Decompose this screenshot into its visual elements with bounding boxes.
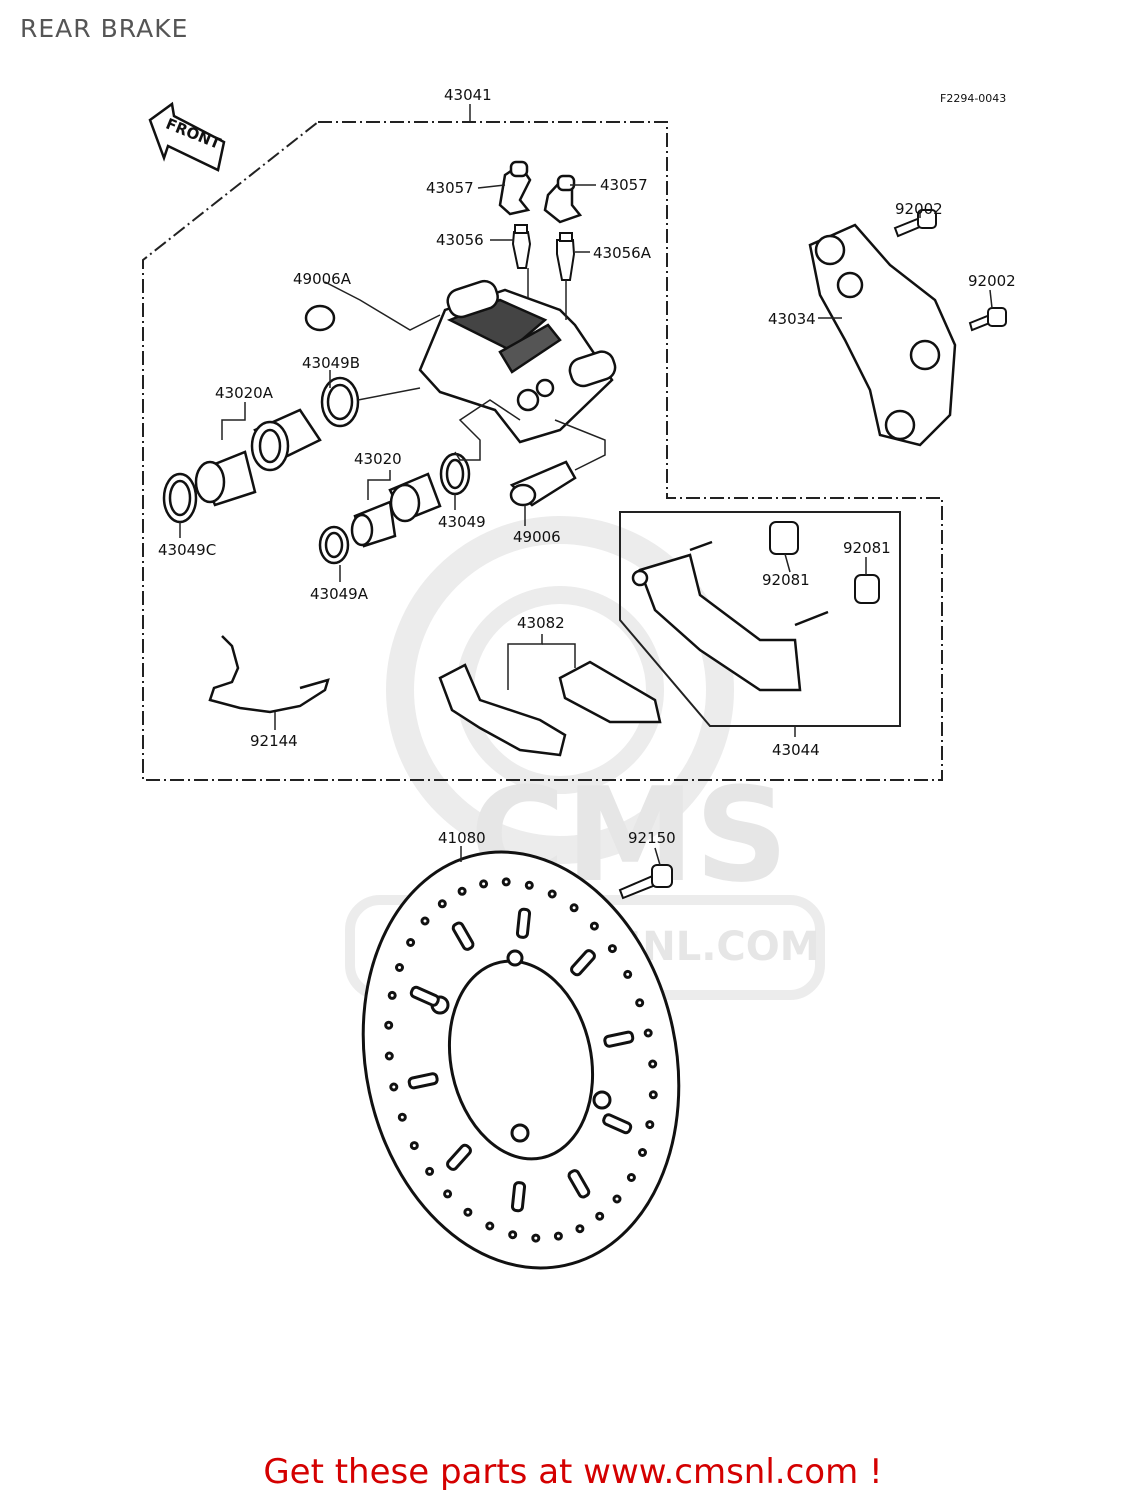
bracket-bolts <box>893 209 1007 332</box>
brake-disc-41080 <box>361 850 681 1270</box>
part-label-41080: 41080 <box>438 829 486 847</box>
bleeder-caps <box>498 160 583 224</box>
disc-vent-hole <box>463 1207 473 1217</box>
part-label-43049A: 43049A <box>310 585 369 603</box>
disc-vent-hole <box>387 990 397 1000</box>
disc-vent-hole <box>648 1059 658 1069</box>
disc-vent-hole <box>643 1028 653 1038</box>
part-label-49006A: 49006A <box>293 270 352 288</box>
part-labels: 43041 43057 43057 43056 43056A 49006A 43… <box>158 86 1016 847</box>
part-label-43056A: 43056A <box>593 244 652 262</box>
part-label-43049B: 43049B <box>302 354 360 372</box>
disc-vent-hole <box>612 1194 622 1204</box>
disc-vent-hole <box>547 889 557 899</box>
part-label-43057-left: 43057 <box>426 179 474 197</box>
part-label-92081-left: 92081 <box>762 571 810 589</box>
disc-vent-hole <box>501 877 511 887</box>
disc-slot <box>515 907 532 939</box>
part-label-92144: 92144 <box>250 732 298 750</box>
disc-slot <box>451 921 475 951</box>
part-label-43020A: 43020A <box>215 384 274 402</box>
caliper-assembly-boundary <box>142 121 943 781</box>
front-direction-arrow: FRONT <box>148 101 226 172</box>
disc-vent-hole <box>479 879 489 889</box>
caliper-body <box>418 279 617 444</box>
disc-vent-hole <box>425 1166 435 1176</box>
disc-bolt-92150 <box>618 864 673 900</box>
disc-vent-hole <box>626 1173 636 1182</box>
part-label-43034: 43034 <box>768 310 816 328</box>
anti-rattle-spring-92144 <box>208 635 330 714</box>
disc-vent-hole <box>595 1211 605 1221</box>
pad-holder-43044 <box>631 540 829 692</box>
disc-vent-hole <box>569 903 579 913</box>
part-label-92002-top: 92002 <box>895 200 943 218</box>
disc-vent-hole <box>524 880 534 890</box>
part-label-43041: 43041 <box>444 86 492 104</box>
disc-vent-hole <box>638 1148 647 1157</box>
disc-vent-hole <box>485 1221 495 1231</box>
part-label-43082: 43082 <box>517 614 565 632</box>
disc-vent-hole <box>575 1224 585 1234</box>
disc-vent-hole <box>648 1090 658 1100</box>
part-label-43044: 43044 <box>772 741 820 759</box>
disc-vent-hole <box>384 1051 394 1061</box>
disc-vent-hole <box>389 1082 399 1092</box>
disc-vent-hole <box>384 1020 394 1030</box>
part-label-43020: 43020 <box>354 450 402 468</box>
leader-lines <box>179 184 993 866</box>
part-label-43056: 43056 <box>436 231 484 249</box>
disc-vent-hole <box>457 886 467 896</box>
disc-vent-hole <box>645 1120 655 1130</box>
caliper-bracket-43034 <box>808 223 957 447</box>
disc-slot <box>602 1113 633 1135</box>
disc-vent-hole <box>420 916 430 926</box>
pad-pins <box>769 521 880 604</box>
part-label-49006: 49006 <box>513 528 561 546</box>
part-label-92081-right: 92081 <box>843 539 891 557</box>
page-title: REAR BRAKE <box>20 14 189 43</box>
disc-slot <box>446 1143 472 1171</box>
disc-slot <box>567 1169 591 1199</box>
disc-vent-hole <box>443 1189 453 1199</box>
disc-vent-hole <box>623 969 633 979</box>
piston-and-seal-parts <box>162 304 577 565</box>
disc-vent-hole <box>607 944 617 954</box>
part-label-92002-bottom: 92002 <box>968 272 1016 290</box>
footer-link[interactable]: Get these parts at www.cmsnl.com ! <box>263 1452 883 1492</box>
disc-vent-hole <box>589 921 599 931</box>
disc-slot <box>603 1030 635 1048</box>
disc-vent-hole <box>409 1141 419 1151</box>
disc-slot <box>510 1181 527 1213</box>
part-label-43057-right: 43057 <box>600 176 648 194</box>
disc-vent-hole <box>553 1231 563 1241</box>
disc-slot <box>409 985 440 1007</box>
disc-slot <box>570 949 596 977</box>
part-label-43049C: 43049C <box>158 541 216 559</box>
disc-vent-hole <box>397 1112 407 1122</box>
bleeder-valves <box>511 224 576 281</box>
part-label-43049: 43049 <box>438 513 486 531</box>
disc-vent-hole <box>635 998 645 1008</box>
disc-slot <box>407 1072 439 1090</box>
reference-code: F2294-0043 <box>940 92 1006 105</box>
disc-vent-hole <box>406 938 416 947</box>
disc-vent-hole <box>508 1230 518 1240</box>
part-label-92150: 92150 <box>628 829 676 847</box>
pad-holder-boundary <box>619 511 901 727</box>
disc-vent-hole <box>531 1233 541 1243</box>
disc-vent-hole <box>437 899 447 909</box>
brake-pads-43082 <box>438 660 662 757</box>
disc-vent-hole <box>395 963 404 972</box>
